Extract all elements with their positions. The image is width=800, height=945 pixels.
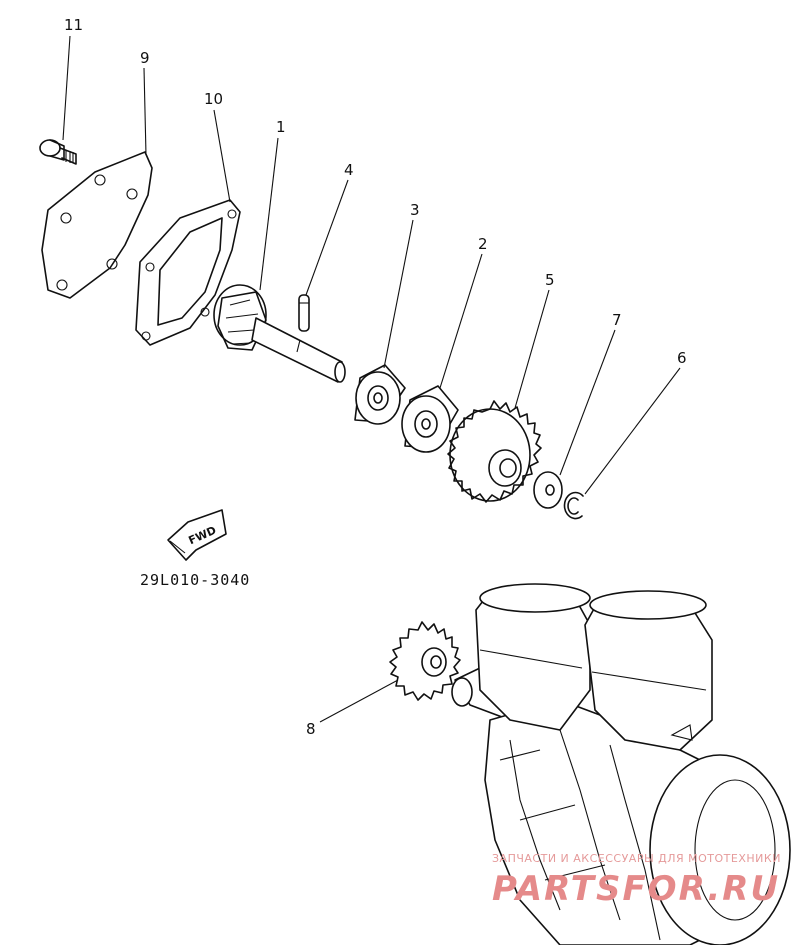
watermark-tagline: ЗАПЧАСТИ И АКСЕССУАРЫ ДЛЯ МОТОТЕХНИКИ: [492, 852, 781, 865]
bolt-part[interactable]: [39, 139, 77, 165]
pump-cover-part[interactable]: [41, 151, 153, 299]
callout-6: 6: [677, 349, 687, 367]
leader-lines: [62, 35, 681, 723]
bearing-small-part[interactable]: [354, 364, 406, 425]
circlip-part[interactable]: [563, 491, 584, 520]
callout-1: 1: [276, 118, 286, 136]
impeller-shaft-part[interactable]: [213, 284, 346, 383]
gasket-part[interactable]: [135, 199, 241, 346]
callout-5: 5: [545, 271, 555, 289]
diagram-code: 29L010-3040: [140, 571, 250, 589]
callout-8: 8: [306, 720, 316, 738]
callout-2: 2: [478, 235, 488, 253]
fwd-arrow-icon: FWD: [167, 509, 227, 561]
callout-11: 11: [64, 16, 83, 34]
bearing-large-part[interactable]: [401, 385, 459, 453]
callout-3: 3: [410, 201, 420, 219]
pump-gear-part[interactable]: [447, 400, 542, 503]
pin-part[interactable]: [298, 294, 310, 332]
callout-4: 4: [344, 161, 354, 179]
watermark-brand: PARTSFOR.RU: [492, 869, 780, 909]
washer-part[interactable]: [533, 471, 563, 509]
crank-gear-part[interactable]: [389, 621, 461, 701]
callout-10: 10: [204, 90, 223, 108]
callout-7: 7: [612, 311, 622, 329]
crankshaft-assembly: [451, 583, 791, 945]
callout-9: 9: [140, 49, 150, 67]
